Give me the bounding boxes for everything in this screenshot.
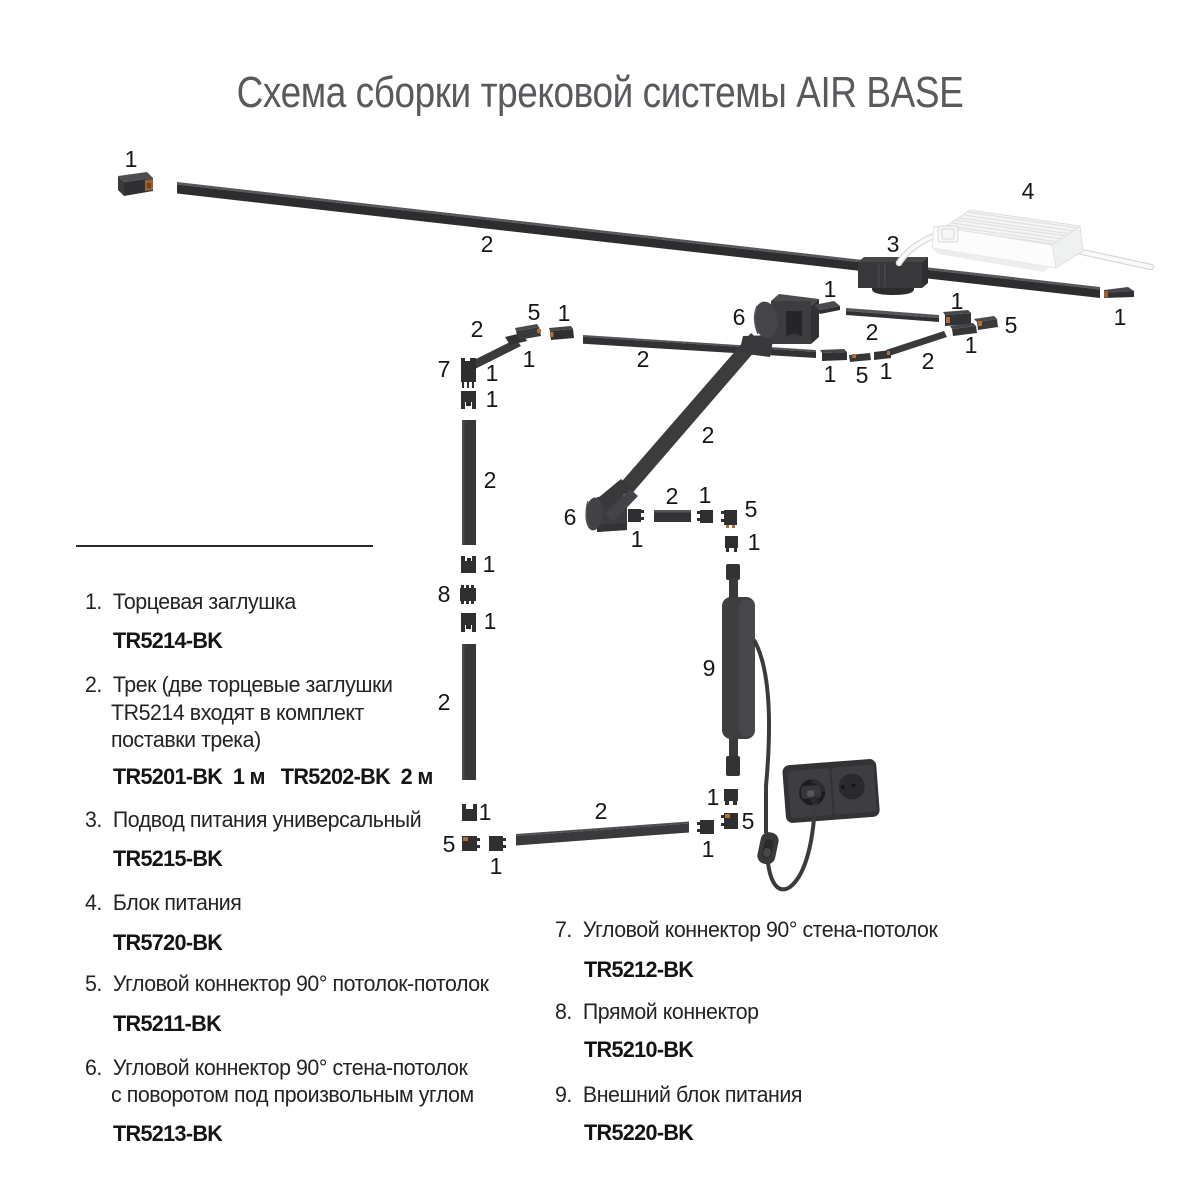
svg-text:5: 5 — [1005, 312, 1018, 338]
svg-text:1: 1 — [707, 784, 720, 810]
svg-text:1: 1 — [699, 482, 712, 508]
svg-text:1: 1 — [631, 526, 644, 552]
svg-text:1: 1 — [748, 529, 761, 555]
svg-text:2: 2 — [481, 231, 494, 257]
svg-text:5: 5 — [745, 496, 758, 522]
svg-text:1: 1 — [523, 346, 536, 372]
svg-text:5: 5 — [528, 299, 541, 325]
svg-text:1: 1 — [880, 358, 893, 384]
svg-text:1: 1 — [702, 836, 715, 862]
svg-text:1: 1 — [490, 853, 503, 879]
svg-text:5: 5 — [443, 831, 456, 857]
svg-text:1: 1 — [479, 799, 492, 825]
svg-text:2: 2 — [866, 319, 879, 345]
svg-text:2: 2 — [666, 483, 679, 509]
svg-text:2: 2 — [484, 467, 497, 493]
svg-text:9: 9 — [703, 655, 716, 681]
svg-text:1: 1 — [125, 146, 138, 172]
svg-text:6: 6 — [733, 304, 746, 330]
svg-text:2: 2 — [438, 689, 451, 715]
svg-text:2: 2 — [595, 798, 608, 824]
svg-text:5: 5 — [856, 362, 869, 388]
svg-text:1: 1 — [965, 332, 978, 358]
svg-text:7: 7 — [438, 356, 451, 382]
svg-text:2: 2 — [702, 422, 715, 448]
svg-text:1: 1 — [824, 276, 837, 302]
svg-text:1: 1 — [951, 288, 964, 314]
svg-text:5: 5 — [742, 808, 755, 834]
svg-text:8: 8 — [438, 581, 451, 607]
svg-text:2: 2 — [922, 348, 935, 374]
svg-text:4: 4 — [1022, 178, 1035, 204]
svg-text:1: 1 — [484, 608, 497, 634]
svg-text:1: 1 — [824, 361, 837, 387]
svg-text:1: 1 — [1114, 304, 1127, 330]
svg-text:2: 2 — [637, 346, 650, 372]
svg-text:1: 1 — [483, 551, 496, 577]
svg-text:3: 3 — [887, 231, 900, 257]
svg-text:1: 1 — [486, 386, 499, 412]
svg-text:2: 2 — [471, 316, 484, 342]
svg-text:6: 6 — [564, 504, 577, 530]
svg-text:1: 1 — [486, 360, 499, 386]
svg-text:1: 1 — [558, 300, 571, 326]
